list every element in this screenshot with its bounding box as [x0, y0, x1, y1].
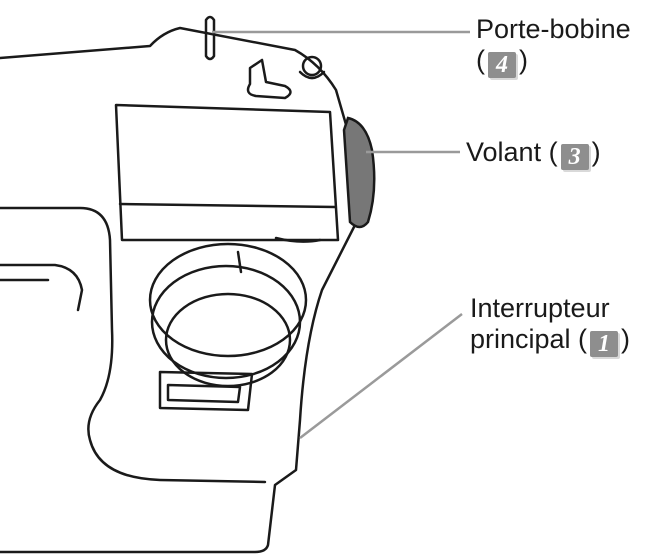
tension-base	[298, 70, 326, 80]
label-interrupteur-line2: principal (1)	[470, 324, 630, 357]
label-porte-bobine: Porte-bobine (4)	[476, 14, 631, 78]
paren-close: )	[621, 324, 631, 354]
dial-pointer	[236, 250, 243, 274]
top-cover-seam	[118, 202, 337, 209]
stitch-slot-inner	[166, 383, 242, 404]
label-principal-text: principal (	[470, 324, 588, 354]
label-interrupteur: Interrupteur principal (1)	[470, 293, 630, 357]
thread-guide	[246, 58, 292, 100]
front-panel-edge	[0, 206, 267, 484]
badge-3: 3	[560, 144, 589, 170]
handwheel-icon	[342, 116, 376, 229]
top-cover	[114, 103, 340, 242]
badge-1: 1	[590, 331, 619, 357]
paren-close: )	[591, 137, 601, 167]
paren-close: )	[519, 45, 528, 75]
pattern-dial-ring	[150, 264, 302, 380]
label-porte-bobine-text: Porte-bobine	[476, 14, 631, 44]
label-interrupteur-line1: Interrupteur	[470, 293, 610, 323]
tension-knob	[301, 55, 323, 77]
label-volant: Volant (3)	[466, 137, 601, 170]
pattern-dial-outer	[148, 242, 308, 358]
stitch-slot	[158, 370, 254, 412]
label-volant-text: Volant (	[466, 137, 558, 167]
paren-open: (	[476, 45, 485, 75]
badge-4: 4	[488, 52, 516, 78]
side-panel	[274, 236, 322, 243]
label-porte-bobine-ref: (4)	[476, 45, 631, 78]
arm-line-top	[0, 263, 84, 312]
leader-line-power-switch	[299, 313, 463, 439]
spool-pin-icon	[204, 15, 216, 61]
